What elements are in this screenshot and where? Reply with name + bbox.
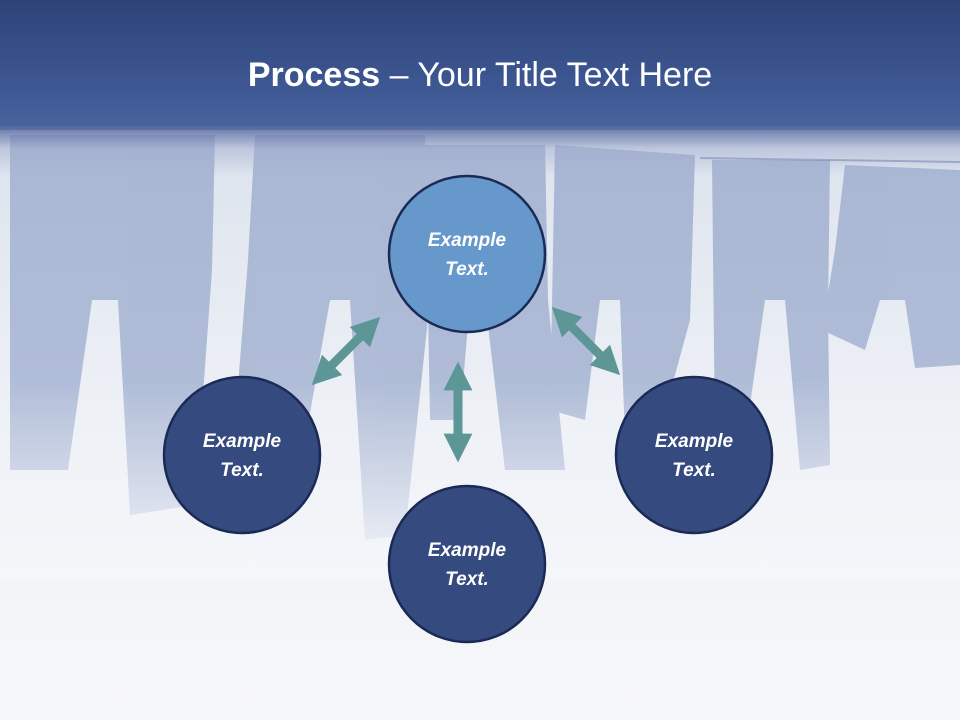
title-rest: – Your Title Text Here (380, 56, 713, 94)
jeans-shape (822, 165, 960, 368)
node-top[interactable] (387, 174, 547, 334)
node-top-label: Example Text. (427, 230, 507, 280)
node-left-label: Example Text. (202, 431, 282, 481)
node-right[interactable] (614, 375, 774, 535)
arrow-top-left (311, 316, 381, 386)
arrow-top-right (551, 306, 621, 376)
node-bottom-label: Example Text. (427, 540, 507, 590)
header-fade (0, 126, 960, 176)
header-bar (0, 0, 960, 130)
page-title: Process – Your Title Text Here (0, 52, 960, 98)
title-bold: Process (247, 56, 381, 94)
node-left[interactable] (162, 375, 322, 535)
node-bottom[interactable] (387, 484, 547, 644)
node-right-label: Example Text. (654, 431, 734, 481)
